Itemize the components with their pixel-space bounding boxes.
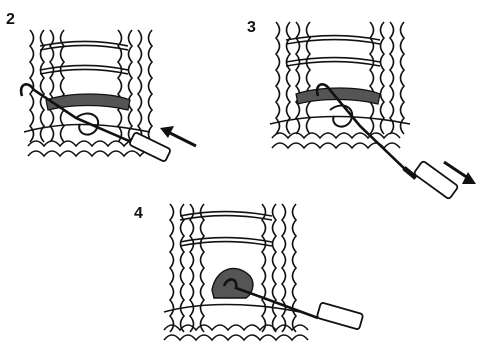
panel-step-4: 4 — [134, 204, 363, 340]
panel-step-3: 3 — [247, 19, 476, 199]
step-3-label: 3 — [247, 19, 256, 36]
latch-hook-3 — [317, 84, 458, 199]
shaded-loop-4 — [212, 268, 253, 298]
step-4-label: 4 — [134, 205, 143, 222]
knit-fabric-3 — [270, 22, 410, 148]
step-2-label: 2 — [6, 11, 15, 28]
panel-step-2: 2 — [6, 11, 196, 162]
arrow-left-icon — [160, 126, 196, 146]
